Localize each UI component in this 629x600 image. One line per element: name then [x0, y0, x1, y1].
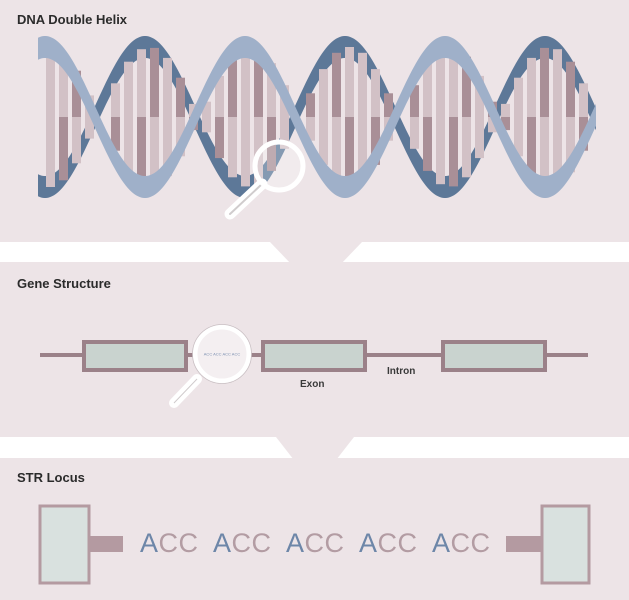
double-helix — [38, 36, 596, 198]
magnified-sequence: ACC ACC ACC ACC — [204, 352, 241, 357]
str-repeat-unit: ACC — [140, 528, 199, 559]
dna-helix-panel: DNA Double Helix — [0, 0, 629, 242]
repeat-base-first: A — [359, 528, 378, 558]
str-repeat-unit: ACC — [359, 528, 418, 559]
exon-3 — [441, 340, 547, 372]
dna-helix-illustration — [38, 36, 596, 220]
flank-right — [540, 504, 591, 585]
repeat-base-first: A — [432, 528, 451, 558]
str-repeat-unit: ACC — [432, 528, 491, 559]
repeat-base-rest: CC — [304, 528, 345, 558]
gene-magnifier-icon: ACC ACC ACC ACC — [169, 324, 252, 408]
repeat-base-rest: CC — [377, 528, 418, 558]
dna-helix-title: DNA Double Helix — [17, 12, 128, 27]
repeat-base-rest: CC — [158, 528, 199, 558]
repeat-base-rest: CC — [450, 528, 491, 558]
gene-structure-diagram: ACC ACC ACC ACC — [40, 324, 588, 408]
repeat-base-first: A — [286, 528, 305, 558]
flank-left — [38, 504, 91, 585]
str-locus-diagram — [38, 504, 591, 585]
repeat-base-first: A — [213, 528, 232, 558]
exon-label: Exon — [300, 379, 325, 390]
repeat-base-rest: CC — [231, 528, 272, 558]
str-locus-title: STR Locus — [17, 470, 85, 485]
intron-label: Intron — [387, 366, 416, 377]
repeat-base-first: A — [140, 528, 159, 558]
exon-2 — [261, 340, 367, 372]
gene-structure-title: Gene Structure — [17, 276, 111, 291]
str-repeat-unit: ACC — [213, 528, 272, 559]
str-repeat-unit: ACC — [286, 528, 345, 559]
gene-structure-panel: Gene Structure ACC ACC ACC ACC Exon Intr… — [0, 262, 629, 437]
exon-1 — [82, 340, 188, 372]
flank-left-connector — [89, 536, 123, 552]
helix-magnifier-icon — [224, 139, 306, 220]
flank-right-connector — [506, 536, 542, 552]
